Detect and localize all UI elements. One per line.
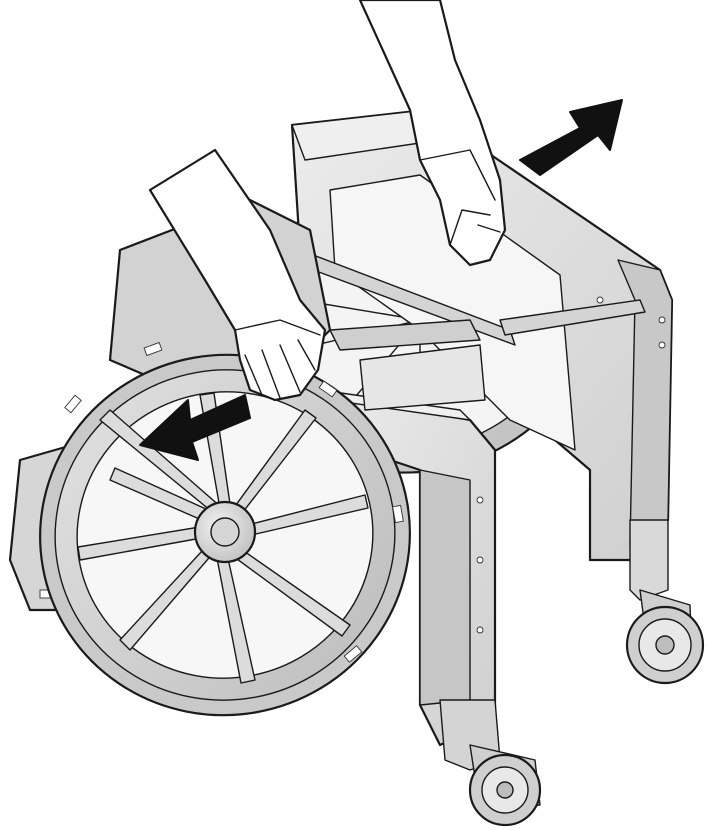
arrow-up-right-icon (519, 99, 623, 176)
hand-front-icon (148, 148, 327, 402)
hand-back-icon (358, 0, 507, 267)
back-frame (290, 108, 674, 601)
front-wheel (39, 341, 411, 717)
arrow-down-left-icon (139, 394, 251, 461)
rear-caster (625, 589, 705, 685)
front-caster (468, 744, 542, 827)
